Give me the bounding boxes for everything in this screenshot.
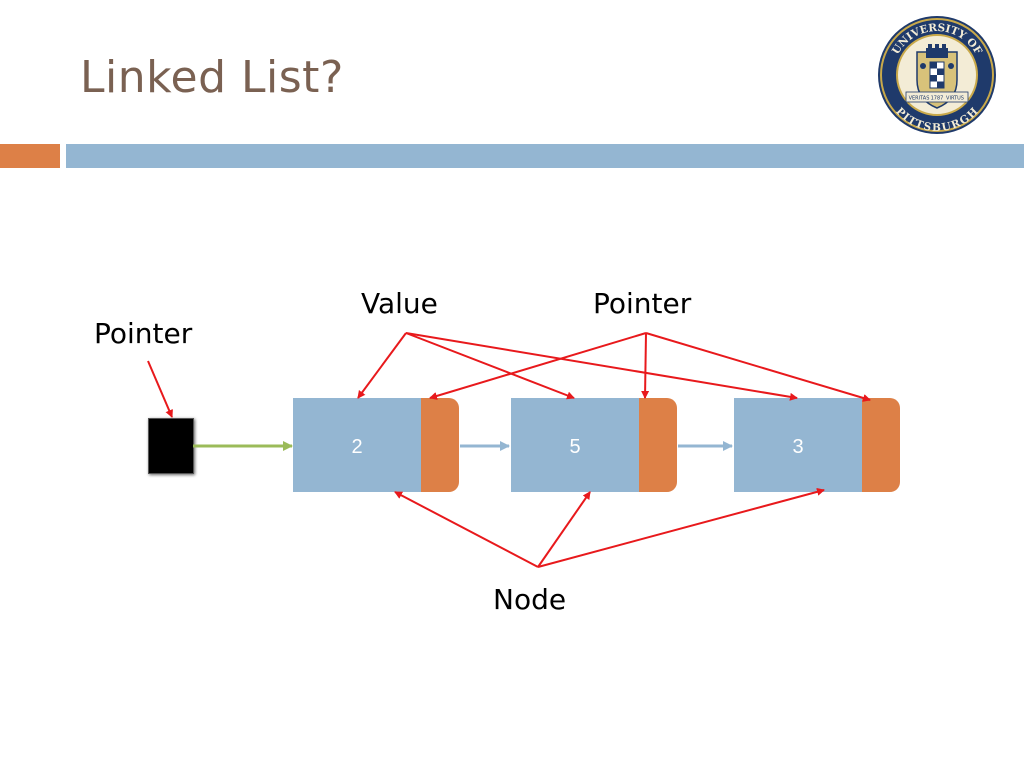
value-label: Value (361, 287, 438, 320)
node-label: Node (493, 583, 567, 616)
list-node-3: 3 (734, 398, 900, 492)
head-pointer-box (148, 418, 194, 474)
annotation-arrow-head-pointer (147, 360, 173, 418)
logo-motto-right: VIRTUS (946, 96, 964, 102)
node-pointer-cell (639, 398, 677, 492)
node-value-cell: 2 (293, 398, 421, 492)
annotation-arrow-pointer (641, 332, 650, 399)
logo-year: 1787 (931, 96, 944, 102)
annotation-arrow-node (537, 491, 591, 568)
list-node-2: 5 (511, 398, 677, 492)
annotation-arrow-value (405, 332, 798, 401)
accent-bar (0, 144, 60, 168)
annotation-arrow-pointer (645, 332, 871, 402)
logo-motto-left: VERITAS (909, 96, 930, 102)
node-pointer-cell (862, 398, 900, 492)
annotation-arrow-node (537, 487, 825, 568)
node-value-cell: 5 (511, 398, 639, 492)
list-node-1: 2 (293, 398, 459, 492)
node-pointer-cell (421, 398, 459, 492)
slide-title: Linked List? (80, 52, 344, 103)
header-bar (66, 144, 1024, 168)
node-value-cell: 3 (734, 398, 862, 492)
annotation-arrow-pointer (429, 332, 647, 400)
annotation-arrow-value (405, 332, 575, 400)
university-seal-logo: UNIVERSITY OF PITTSBURGH VERITAS 1787 VI… (878, 16, 996, 134)
pointer-label: Pointer (593, 287, 692, 320)
annotation-arrow-value (357, 332, 407, 399)
annotation-arrow-node (394, 491, 539, 568)
head-pointer-label: Pointer (94, 317, 193, 350)
